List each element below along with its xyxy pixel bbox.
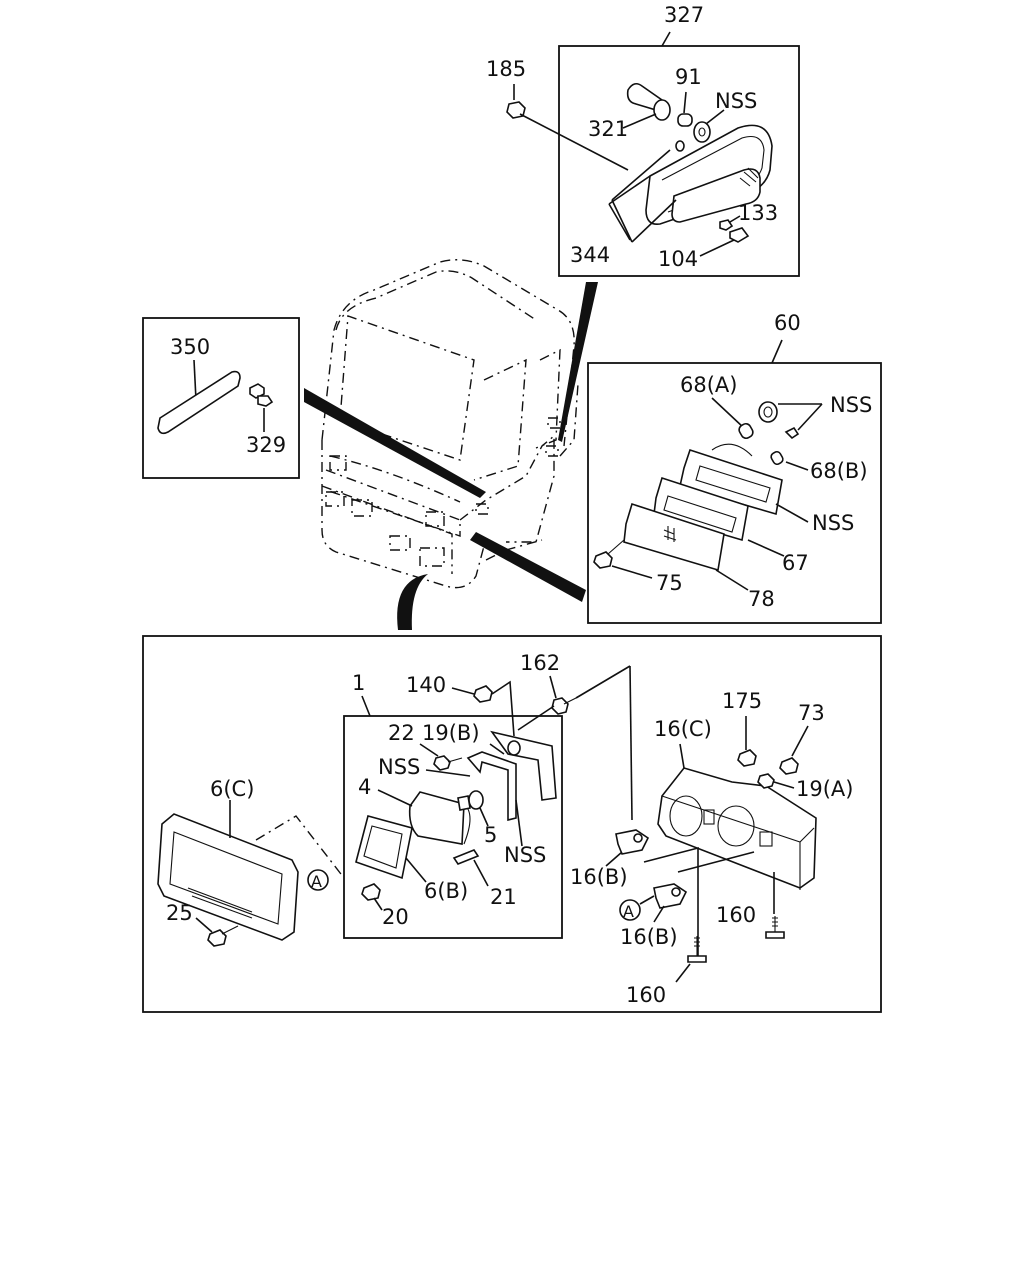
callout-19a: 19(A) <box>796 777 853 801</box>
part-nss-housing <box>679 443 783 516</box>
part-133-nut <box>719 219 734 231</box>
callout-21: 21 <box>490 885 517 909</box>
callout-78: 78 <box>748 587 775 611</box>
callout-nss-headlamp-b: NSS <box>504 843 546 867</box>
part-19a-nut <box>757 773 775 789</box>
callout-nss-327: NSS <box>715 89 757 113</box>
callout-68a: 68(A) <box>680 373 737 397</box>
truck-cab <box>321 259 579 589</box>
part-329-screw <box>249 383 274 407</box>
marker-a-left: A <box>307 869 329 891</box>
callout-1: 1 <box>352 671 365 695</box>
part-160-bolt-b <box>687 936 707 963</box>
callout-16b-upper: 16(B) <box>570 865 628 889</box>
callout-133: 133 <box>738 201 778 225</box>
part-16b-bracket-lower <box>653 883 688 909</box>
box-60 <box>587 362 882 624</box>
part-140-nut <box>473 685 493 703</box>
callout-91: 91 <box>675 65 702 89</box>
callout-nss-60b: NSS <box>812 511 854 535</box>
callout-329: 329 <box>246 433 286 457</box>
callout-140: 140 <box>406 673 446 697</box>
svg-text:A: A <box>311 872 322 891</box>
part-321-socket <box>626 82 671 121</box>
callout-73: 73 <box>798 701 825 725</box>
part-6c-outer-bezel <box>157 813 299 941</box>
callout-344: 344 <box>570 243 610 267</box>
callout-4: 4 <box>358 775 371 799</box>
callout-68b: 68(B) <box>810 459 868 483</box>
callout-104: 104 <box>658 247 698 271</box>
part-91-bulb <box>677 113 693 127</box>
part-5-adjuster <box>457 790 484 811</box>
callout-67: 67 <box>782 551 809 575</box>
callout-5: 5 <box>484 823 497 847</box>
part-4-sealed-beam <box>408 791 471 845</box>
part-78-lens <box>623 502 725 572</box>
group-327-side-lamp: 327 185 321 91 NSS <box>486 3 800 277</box>
callout-6b: 6(B) <box>424 879 468 903</box>
group-60-lamp: 60 68(A) NSS 68(B) NSS 67 <box>587 311 882 624</box>
callout-16b-lower: 16(B) <box>620 925 678 949</box>
callout-22: 22 <box>388 721 415 745</box>
callout-nss-headlamp-a: NSS <box>378 755 420 779</box>
part-73-bolt <box>779 757 799 775</box>
callout-nss-60a: NSS <box>830 393 872 417</box>
part-16c-housing <box>657 767 817 890</box>
callout-185: 185 <box>486 57 526 81</box>
callout-321: 321 <box>588 117 628 141</box>
part-68a-bulb <box>738 422 754 440</box>
part-nss-socket <box>758 401 800 440</box>
part-350-reflector-strip <box>157 370 241 435</box>
box-327 <box>558 45 800 277</box>
callout-175: 175 <box>722 689 762 713</box>
part-25-screw <box>207 925 239 947</box>
box-1 <box>343 715 563 939</box>
part-162-bolt <box>551 697 577 715</box>
part-160-bolt-a <box>765 916 785 939</box>
box-350 <box>142 317 300 479</box>
box-headlamp <box>142 635 882 1013</box>
callout-162: 162 <box>520 651 560 675</box>
group-350-reflector: 350 329 <box>142 317 300 479</box>
marker-a-right: A <box>619 899 641 921</box>
part-68b-bulb <box>770 450 784 466</box>
callout-20: 20 <box>382 905 409 929</box>
callout-25: 25 <box>166 901 193 925</box>
part-75-screw <box>593 539 625 569</box>
callout-160-bottom: 160 <box>626 983 666 1007</box>
callout-6c: 6(C) <box>210 777 254 801</box>
part-nss-washer <box>693 121 711 143</box>
callout-160-right: 160 <box>716 903 756 927</box>
callout-19b: 19(B) <box>422 721 480 745</box>
part-175-nut <box>737 749 757 767</box>
part-nss-bracket <box>466 730 557 822</box>
part-21-screw <box>452 849 480 865</box>
leader-bands <box>304 282 598 630</box>
callout-327: 327 <box>664 3 704 27</box>
callout-60: 60 <box>774 311 801 335</box>
group-headlamp: 1 140 162 NSS 22 19(B) <box>142 635 882 1013</box>
callout-350: 350 <box>170 335 210 359</box>
callout-16c: 16(C) <box>654 717 712 741</box>
svg-text:A: A <box>623 902 634 921</box>
callout-75: 75 <box>656 571 683 595</box>
part-104-screw <box>729 227 750 243</box>
part-22-screw <box>433 755 463 771</box>
part-16b-bracket-upper <box>615 829 650 855</box>
part-20-screw <box>361 883 381 901</box>
part-344-lamp-body <box>645 124 773 226</box>
part-6b-inner-rim <box>355 815 413 880</box>
